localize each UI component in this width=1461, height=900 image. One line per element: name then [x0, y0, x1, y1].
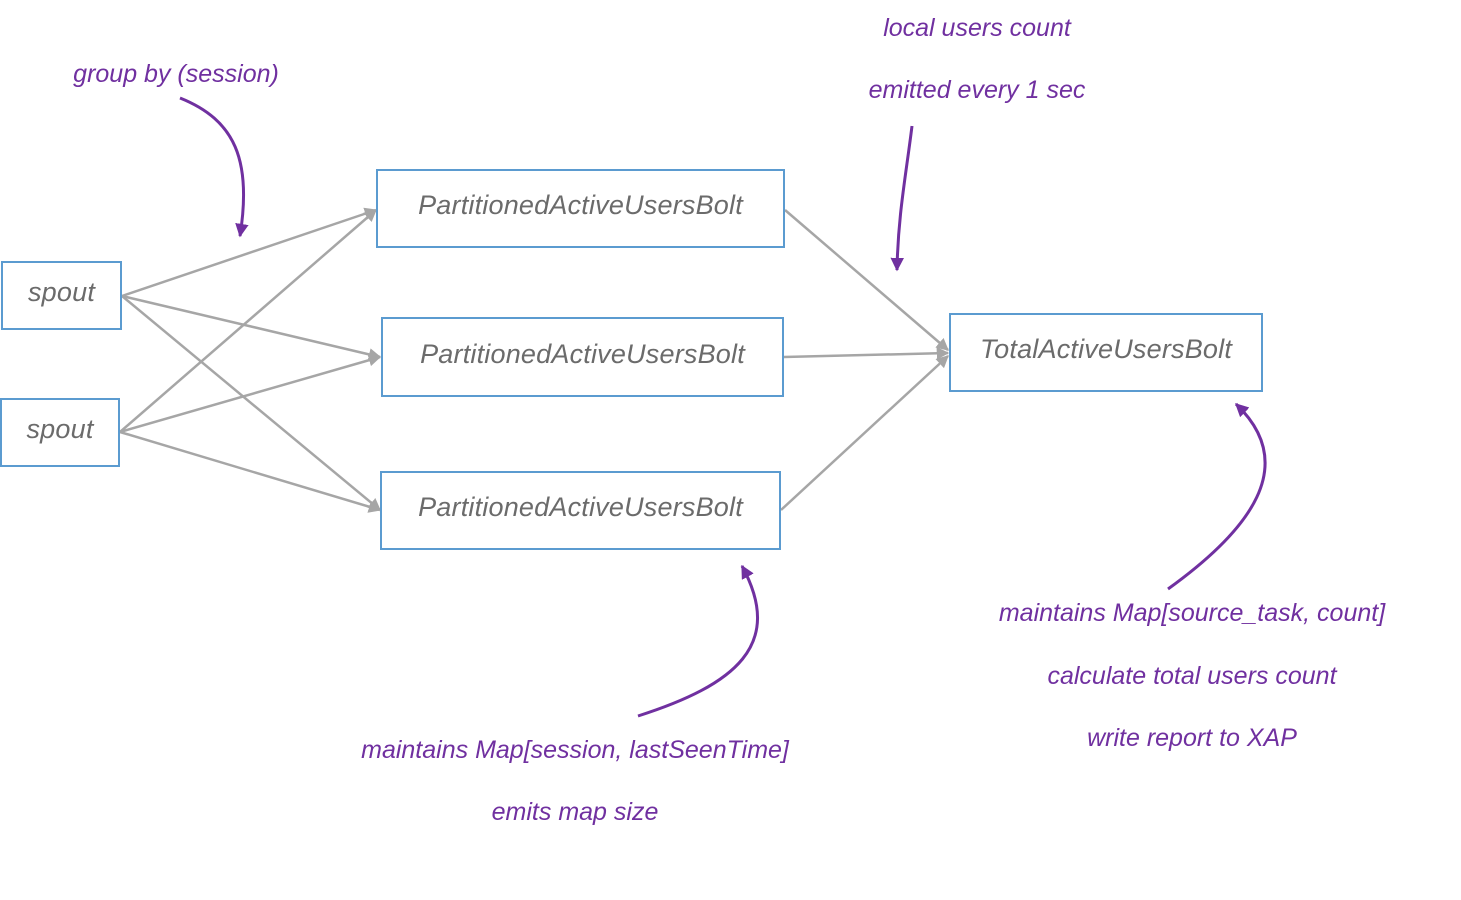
total-active-users-bolt: TotalActiveUsersBolt: [949, 313, 1263, 392]
bolt-middle-label: PartitionedActiveUsersBolt: [420, 338, 745, 369]
local-count-callout-arrow: [890, 125, 914, 272]
edge-spout2-bolt1: [119, 209, 377, 433]
total-note-line-2: calculate total users count: [1047, 662, 1337, 690]
total-note-line-1: maintains Map[source_task, count]: [998, 599, 1386, 627]
spout-bottom-label: spout: [26, 414, 94, 444]
grouping-annotation: group by (session): [73, 60, 279, 88]
partitioned-bolt-top: PartitionedActiveUsersBolt: [376, 169, 785, 248]
edge-bolt3-total: [780, 355, 949, 511]
total-callout-arrow: [1167, 402, 1267, 591]
partitioned-note-line-2: emits map size: [491, 798, 659, 826]
local-count-line-1: local users count: [883, 14, 1071, 42]
total-bolt-label: TotalActiveUsersBolt: [979, 334, 1233, 364]
partitioned-bolt-bottom: PartitionedActiveUsersBolt: [380, 471, 781, 550]
edge-spout2-bolt3: [119, 430, 382, 513]
total-note-line-3: write report to XAP: [1087, 724, 1297, 752]
spout-node-bottom: spout: [0, 398, 120, 467]
spout-node-top: spout: [1, 261, 122, 330]
edge-spout2-bolt2: [119, 354, 382, 434]
grouping-callout-arrow: [179, 96, 249, 238]
edge-spout1-bolt3: [121, 295, 381, 511]
spout-top-label: spout: [27, 277, 96, 307]
partitioned-note-line-1: maintains Map[session, lastSeenTime]: [361, 736, 789, 764]
edge-spout1-bolt1: [121, 207, 378, 298]
partitioned-bolt-middle: PartitionedActiveUsersBolt: [381, 317, 784, 397]
bolt-bottom-label: PartitionedActiveUsersBolt: [418, 492, 743, 522]
local-count-line-2: emitted every 1 sec: [868, 76, 1086, 104]
edge-bolt2-total: [783, 347, 950, 360]
edge-spout1-bolt2: [121, 294, 382, 361]
bolt-top-label: PartitionedActiveUsersBolt: [418, 190, 743, 220]
partitioned-callout-arrow: [637, 564, 760, 718]
edge-bolt1-total: [784, 209, 949, 351]
